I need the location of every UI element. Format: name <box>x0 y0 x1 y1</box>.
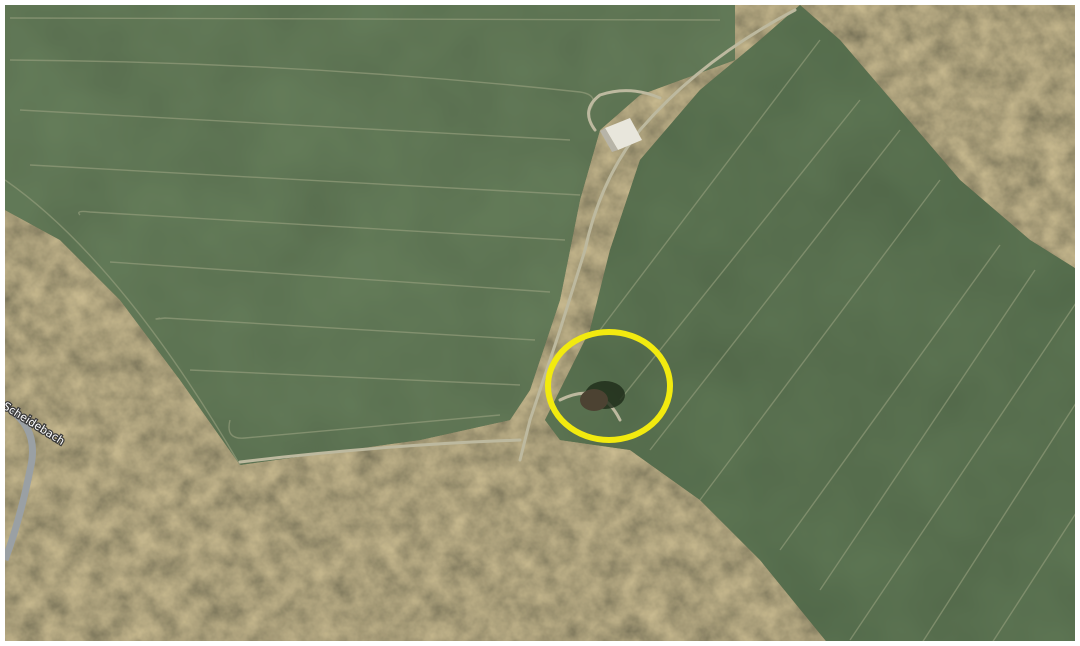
highlight-circle <box>545 329 673 443</box>
tree-crown <box>580 389 608 411</box>
farm-building <box>600 118 642 152</box>
stream-line <box>1 407 36 562</box>
